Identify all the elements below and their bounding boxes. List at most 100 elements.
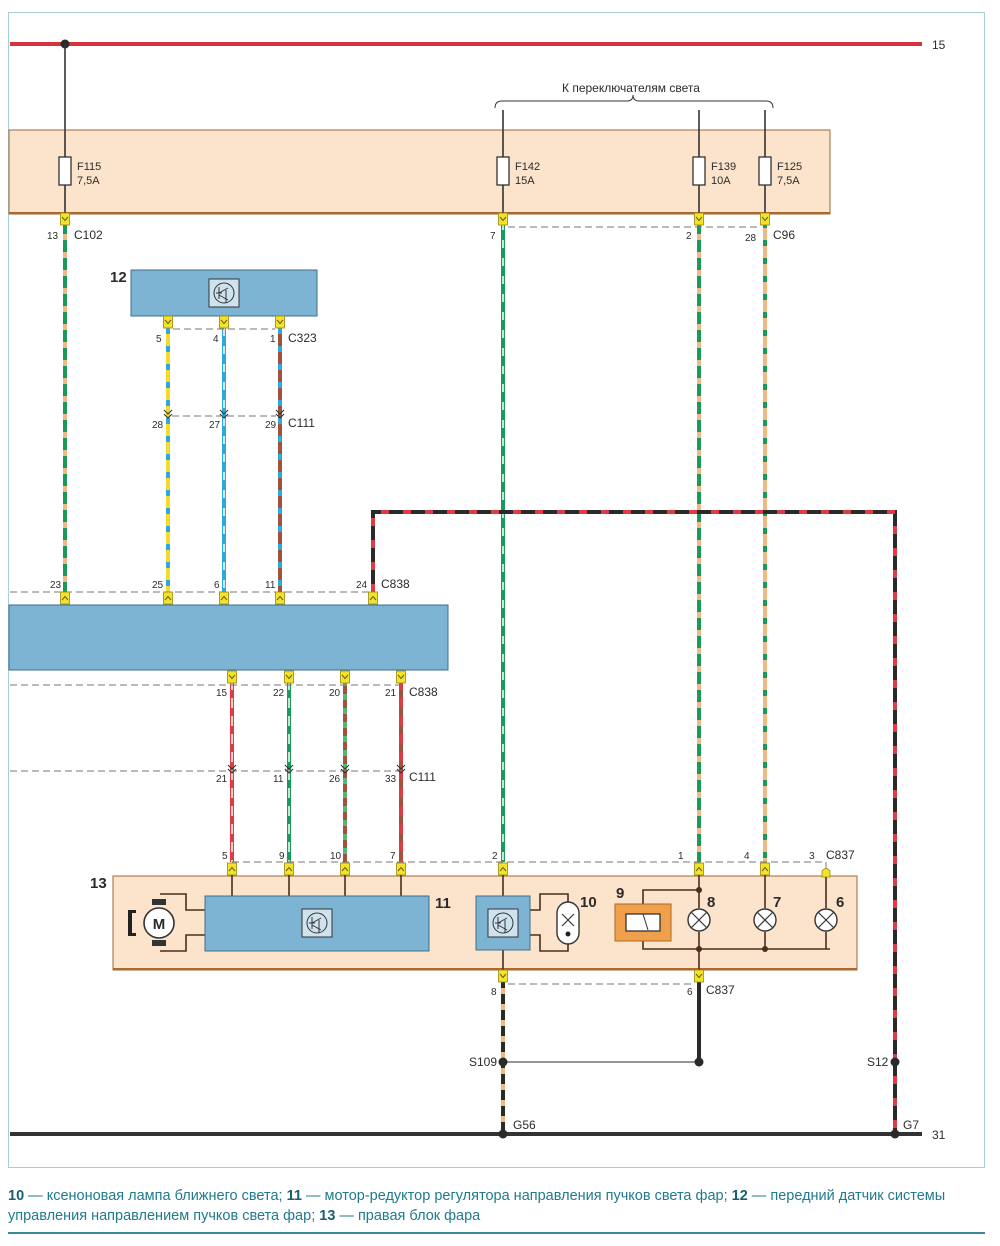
component-8-label: 8 bbox=[707, 894, 715, 911]
svg-text:F115: F115 bbox=[77, 161, 101, 173]
connector-c323-label: C323 bbox=[288, 331, 317, 345]
svg-text:1: 1 bbox=[678, 851, 684, 862]
legend-text-10: — ксеноновая лампа ближнего света; bbox=[24, 1188, 287, 1204]
svg-text:13: 13 bbox=[47, 231, 59, 242]
svg-text:15: 15 bbox=[216, 688, 228, 699]
legend-caption: 10 — ксеноновая лампа ближнего света; 11… bbox=[8, 1186, 985, 1226]
motor-icon: M bbox=[128, 899, 175, 946]
svg-text:2: 2 bbox=[686, 231, 692, 242]
svg-text:2: 2 bbox=[492, 851, 498, 862]
svg-text:5: 5 bbox=[156, 334, 162, 345]
svg-text:28: 28 bbox=[745, 233, 757, 244]
svg-text:25: 25 bbox=[152, 580, 164, 591]
svg-text:27: 27 bbox=[209, 420, 221, 431]
caption-divider bbox=[8, 1232, 985, 1234]
ground-g56 bbox=[498, 1129, 508, 1139]
legend-num-13: 13 bbox=[319, 1208, 336, 1224]
ground-g56-label: G56 bbox=[513, 1118, 536, 1132]
component-10-label: 10 bbox=[580, 894, 597, 911]
splice-s12 bbox=[890, 1057, 900, 1067]
wire-black-red-c838-24 bbox=[371, 510, 897, 1134]
svg-text:7: 7 bbox=[390, 851, 396, 862]
legend-num-10: 10 bbox=[8, 1188, 25, 1204]
svg-text:33: 33 bbox=[385, 774, 397, 785]
svg-text:M: M bbox=[153, 916, 166, 933]
component-10-xenon-lamp bbox=[556, 901, 580, 945]
headlight-control-module bbox=[8, 604, 449, 671]
component-9-relay bbox=[614, 903, 672, 942]
svg-text:4: 4 bbox=[213, 334, 219, 345]
fuse-f142: F142 15A bbox=[496, 156, 540, 187]
svg-text:F139: F139 bbox=[711, 161, 736, 173]
fuse-f125: F125 7,5A bbox=[758, 156, 802, 187]
wiring-diagram: 15 К переключателям света F115 7,5A F142… bbox=[8, 38, 946, 1142]
component-9-label: 9 bbox=[616, 885, 624, 902]
connector-c102-label: C102 bbox=[74, 228, 103, 242]
svg-text:24: 24 bbox=[356, 580, 368, 591]
svg-text:6: 6 bbox=[687, 987, 693, 998]
svg-text:11: 11 bbox=[273, 774, 284, 785]
svg-text:21: 21 bbox=[216, 774, 228, 785]
diagram-frame bbox=[8, 12, 985, 1168]
svg-text:7: 7 bbox=[490, 231, 496, 242]
component-12-front-sensor bbox=[130, 269, 318, 317]
ground-g7-label: G7 bbox=[903, 1118, 919, 1132]
component-11-label: 11 bbox=[435, 895, 451, 912]
connector-c837-top-label: C837 bbox=[826, 848, 855, 862]
bus-31-label: 31 bbox=[932, 1128, 946, 1142]
svg-text:8: 8 bbox=[491, 987, 497, 998]
svg-text:11: 11 bbox=[265, 580, 276, 591]
ground-g7 bbox=[890, 1129, 900, 1139]
legend-text-11: — мотор-редуктор регулятора направления … bbox=[301, 1188, 732, 1204]
xenon-ballast-module bbox=[475, 895, 531, 951]
svg-text:15A: 15A bbox=[515, 175, 535, 187]
splice-s109-label: S109 bbox=[469, 1055, 497, 1069]
lamp-7-icon bbox=[753, 908, 777, 932]
svg-text:28: 28 bbox=[152, 420, 164, 431]
fuse-f115: F115 7,5A bbox=[58, 156, 101, 187]
svg-text:10A: 10A bbox=[711, 175, 731, 187]
svg-text:F142: F142 bbox=[515, 161, 540, 173]
svg-text:29: 29 bbox=[265, 420, 277, 431]
svg-text:6: 6 bbox=[214, 580, 220, 591]
component-13-label: 13 bbox=[90, 875, 107, 892]
lamp-6-icon bbox=[814, 908, 838, 932]
fuse-box bbox=[8, 129, 831, 215]
fuse-f139: F139 10A bbox=[692, 156, 736, 187]
svg-text:5: 5 bbox=[222, 851, 228, 862]
component-6-label: 6 bbox=[836, 894, 844, 911]
component-7-label: 7 bbox=[773, 894, 781, 911]
svg-text:20: 20 bbox=[329, 688, 341, 699]
legend-text-13: — правая блок фара bbox=[335, 1208, 481, 1224]
splice-s12-label: S12 bbox=[867, 1055, 889, 1069]
component-12-label: 12 bbox=[110, 269, 127, 286]
svg-text:26: 26 bbox=[329, 774, 341, 785]
connector-c838-bottom-label: C838 bbox=[409, 685, 438, 699]
wires bbox=[63, 222, 897, 1134]
svg-text:23: 23 bbox=[50, 580, 62, 591]
svg-text:7,5A: 7,5A bbox=[777, 175, 800, 187]
legend-text-12: — передний датчик системы управления нап… bbox=[8, 1188, 946, 1224]
svg-text:F125: F125 bbox=[777, 161, 802, 173]
switch-group-bracket bbox=[494, 94, 774, 109]
bus-15-label: 15 bbox=[932, 38, 946, 52]
svg-text:4: 4 bbox=[744, 851, 750, 862]
svg-text:7,5A: 7,5A bbox=[77, 175, 100, 187]
svg-text:9: 9 bbox=[279, 851, 285, 862]
svg-text:1: 1 bbox=[270, 334, 276, 345]
svg-text:22: 22 bbox=[273, 688, 285, 699]
legend-num-12: 12 bbox=[731, 1188, 748, 1204]
svg-text:21: 21 bbox=[385, 688, 397, 699]
legend-num-11: 11 bbox=[286, 1188, 302, 1204]
connector-c837-bottom-label: C837 bbox=[706, 983, 735, 997]
lamp-8-icon bbox=[687, 908, 711, 932]
splice-s109 bbox=[498, 1057, 508, 1067]
connector-c111-top-label: C111 bbox=[288, 416, 315, 430]
connector-c111-bottom-label: C111 bbox=[409, 770, 436, 784]
component-11-motor-reducer bbox=[204, 895, 430, 952]
connector-c96-label: C96 bbox=[773, 228, 795, 242]
svg-text:10: 10 bbox=[330, 851, 342, 862]
connector-c838-top-label: C838 bbox=[381, 577, 410, 591]
svg-text:3: 3 bbox=[809, 851, 815, 862]
switch-group-label: К переключателям света bbox=[562, 81, 700, 95]
